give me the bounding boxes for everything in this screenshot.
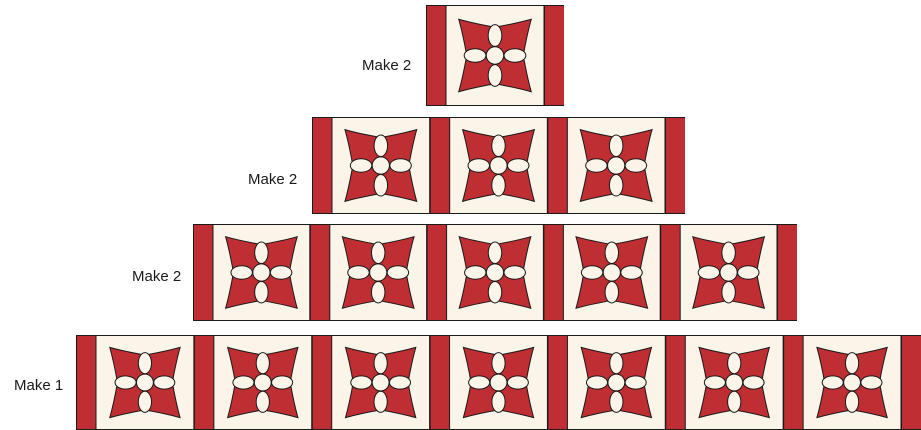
flower-applique-block-icon [685, 336, 783, 430]
flower-applique-block-icon [330, 225, 427, 321]
row-label-2: Make 2 [248, 171, 297, 188]
flower-applique-block-icon [332, 336, 430, 430]
quilt-row-2 [312, 117, 685, 214]
sashing-strip [77, 336, 97, 430]
quilt-row-3 [193, 224, 797, 321]
flower-applique-block-icon [96, 336, 194, 430]
sashing-strip [902, 336, 921, 430]
flower-applique-block-icon [446, 6, 544, 106]
flower-applique-block-icon [450, 118, 548, 214]
sashing-strip [661, 225, 681, 321]
sashing-strip [194, 336, 214, 430]
sashing-strip [427, 6, 447, 106]
sashing-strip [778, 225, 798, 321]
sashing-strip [430, 118, 450, 214]
flower-applique-block-icon [213, 225, 310, 321]
flower-applique-block-icon [567, 336, 665, 430]
row-label-4: Make 1 [14, 377, 63, 394]
sashing-strip [194, 225, 214, 321]
flower-applique-block-icon [803, 336, 901, 430]
sashing-strip [666, 118, 686, 214]
sashing-strip [784, 336, 804, 430]
sashing-strip [427, 225, 447, 321]
row-label-1: Make 2 [362, 57, 411, 74]
sashing-strip [666, 336, 686, 430]
quilt-row-1 [426, 5, 564, 106]
flower-applique-block-icon [447, 225, 544, 321]
sashing-strip [313, 118, 333, 214]
sashing-strip [548, 336, 568, 430]
flower-applique-block-icon [567, 118, 665, 214]
sashing-strip [430, 336, 450, 430]
sashing-strip [312, 336, 332, 430]
sashing-strip [545, 6, 565, 106]
sashing-strip [544, 225, 564, 321]
flower-applique-block-icon [332, 118, 430, 214]
flower-applique-block-icon [563, 225, 660, 321]
flower-applique-block-icon [680, 225, 777, 321]
row-label-3: Make 2 [132, 268, 181, 285]
flower-applique-block-icon [214, 336, 312, 430]
quilt-row-4 [76, 335, 921, 430]
sashing-strip [548, 118, 568, 214]
flower-applique-block-icon [450, 336, 548, 430]
sashing-strip [310, 225, 330, 321]
